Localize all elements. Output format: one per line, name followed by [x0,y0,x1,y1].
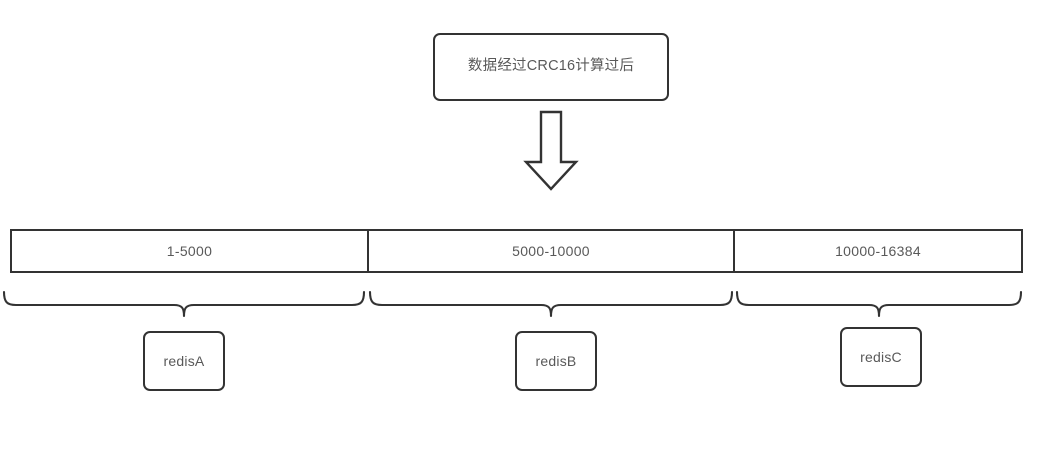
slot-segment-label-0: 1-5000 [166,243,213,259]
redis-node-box-c: redisC [840,327,922,387]
redis-node-label-b: redisB [535,352,577,369]
curly-brace-down-icon-0 [2,288,368,324]
slot-segment-label-2: 10000-16384 [835,243,921,259]
redis-node-label-c: redisC [860,348,902,365]
crc16-title-label: 数据经过CRC16计算过后 [467,58,635,75]
slot-segment-label-1: 5000-10000 [512,243,590,259]
redis-node-box-b: redisB [515,331,597,391]
redis-node-box-a: redisA [143,331,225,391]
curly-brace-down-icon-1 [367,288,735,324]
slot-segment-2: 10000-16384 [733,231,1021,271]
redis-node-label-a: redisA [163,352,205,369]
slot-segment-1: 5000-10000 [367,231,733,271]
slot-segment-0: 1-5000 [12,231,367,271]
curly-brace-down-icon-2 [734,288,1024,324]
crc16-title-box: 数据经过CRC16计算过后 [433,33,669,101]
block-arrow-down-icon [516,110,586,192]
hash-slot-range-bar: 1-5000 5000-10000 10000-16384 [10,229,1023,273]
